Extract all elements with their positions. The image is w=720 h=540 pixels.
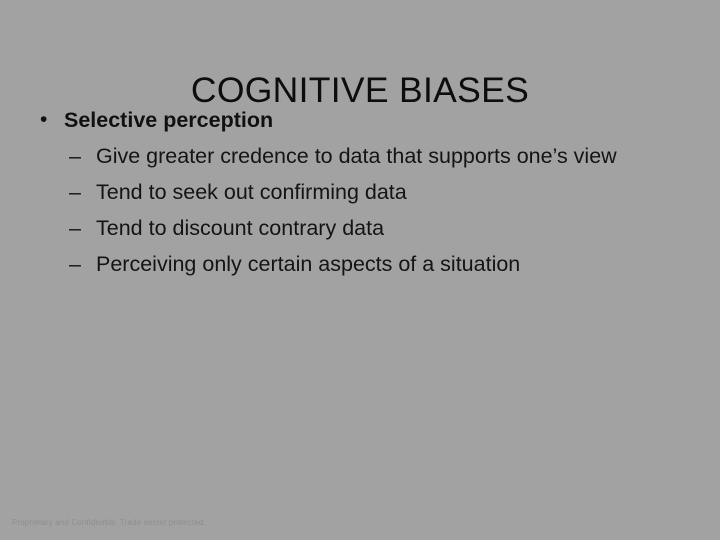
- dash-glyph-icon: –: [69, 216, 81, 240]
- dash-glyph-icon: –: [69, 180, 81, 204]
- confidentiality-footer: Proprietary and Confidential. Trade secr…: [12, 518, 206, 527]
- slide-body-placeholder: • Selective perception – Give greater cr…: [0, 103, 720, 283]
- page-title: COGNITIVE BIASES: [190, 69, 530, 110]
- dash-glyph-icon: –: [69, 252, 81, 276]
- list-item-label: Give greater credence to data that suppo…: [96, 144, 617, 168]
- list-item-level2: – Tend to seek out confirming data: [0, 175, 720, 211]
- list-item-label: Selective perception: [64, 108, 274, 132]
- dash-glyph-icon: –: [69, 144, 81, 168]
- list-item-label: Tend to seek out confirming data: [96, 180, 407, 204]
- list-item-level1: • Selective perception: [0, 103, 720, 139]
- list-item-level2: – Perceiving only certain aspects of a s…: [0, 247, 720, 283]
- list-item-level2: – Give greater credence to data that sup…: [0, 139, 720, 175]
- bullet-glyph-icon: •: [40, 108, 48, 131]
- list-item-label: Perceiving only certain aspects of a sit…: [96, 252, 521, 276]
- list-item-level2: – Tend to discount contrary data: [0, 211, 720, 247]
- slide-title-placeholder: COGNITIVE BIASES: [0, 44, 720, 136]
- list-item-label: Tend to discount contrary data: [96, 216, 385, 240]
